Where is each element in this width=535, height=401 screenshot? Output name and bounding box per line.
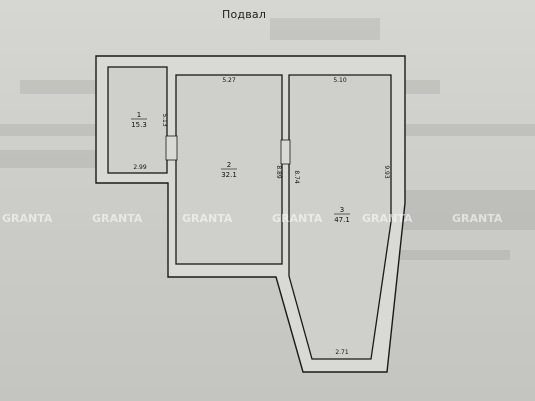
- watermark-5: GRANTA: [362, 212, 413, 225]
- dim-room3-right: 9.93: [383, 165, 390, 179]
- room-3-area: 47.1: [334, 216, 350, 224]
- watermark-6: GRANTA: [452, 212, 503, 225]
- door-room2-room3: [280, 139, 291, 165]
- dim-room1-height: 5.13: [161, 113, 168, 127]
- room-3-outline: [288, 74, 392, 360]
- dim-room3-top: 5.10: [333, 77, 347, 84]
- room-1-outline: [107, 66, 168, 174]
- dimension-labels: 2.99 5.13 5.27 8.89 5.10 8.74 9.93 2.71: [133, 77, 390, 356]
- watermark-row: GRANTA GRANTA GRANTA GRANTA GRANTA GRANT…: [2, 212, 503, 225]
- room-2-area: 32.1: [221, 171, 237, 179]
- room-1-number: 1: [137, 111, 141, 119]
- watermark-2: GRANTA: [92, 212, 143, 225]
- dim-room2-top: 5.27: [222, 77, 236, 84]
- room-labels: 1 15.3 2 32.1 3 47.1: [131, 111, 350, 224]
- watermark-4: GRANTA: [272, 212, 323, 225]
- watermark-1: GRANTA: [2, 212, 53, 225]
- room-2-outline: [175, 74, 283, 265]
- door-room1-room2: [165, 135, 178, 161]
- dim-room3-bottom: 2.71: [335, 349, 349, 356]
- room-1-area: 15.3: [131, 121, 147, 129]
- room-2-number: 2: [227, 161, 231, 169]
- walls: [95, 55, 406, 373]
- plan-title: Подвал: [222, 8, 267, 21]
- dim-room3-left: 8.74: [293, 170, 300, 184]
- room-3-number: 3: [340, 206, 344, 214]
- doors: [165, 135, 291, 165]
- dim-room2-height: 8.89: [275, 165, 282, 179]
- dim-room1-width: 2.99: [133, 164, 147, 171]
- watermark-3: GRANTA: [182, 212, 233, 225]
